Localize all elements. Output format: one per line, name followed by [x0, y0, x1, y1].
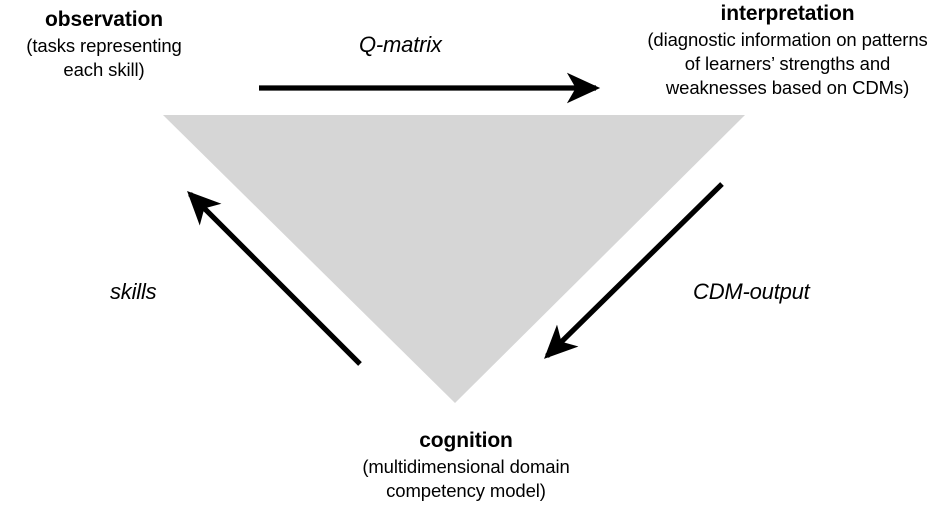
cognition-subtitle-line-2: competency model) — [386, 480, 546, 502]
vertex-label-cognition: cognition (multidimensional domain compe… — [280, 427, 652, 503]
interpretation-subtitle-line-2: of learners’ strengths and — [684, 53, 891, 75]
edge-label-skills: skills — [110, 279, 157, 304]
edge-label-q-matrix: Q-matrix — [359, 32, 442, 57]
observation-title: observation — [45, 8, 163, 31]
edge-label-cdm-output: CDM-output — [693, 279, 810, 304]
vertex-label-observation: observation (tasks representing each ski… — [0, 6, 208, 82]
interpretation-subtitle-line-3: weaknesses based on CDMs) — [665, 77, 910, 99]
arrow-skills — [187, 191, 362, 366]
cognition-title: cognition — [419, 429, 513, 452]
arrow-cdm-output — [544, 182, 724, 359]
observation-subtitle-line-2: each skill) — [63, 59, 145, 81]
vertex-label-interpretation: interpretation (diagnostic information o… — [632, 0, 943, 100]
cognition-subtitle-line-1: (multidimensional domain — [362, 456, 570, 478]
interpretation-subtitle-line-1: (diagnostic information on patterns — [647, 29, 928, 51]
observation-subtitle-line-1: (tasks representing — [26, 35, 182, 57]
triangle-shape — [163, 115, 745, 403]
interpretation-title: interpretation — [720, 2, 855, 25]
